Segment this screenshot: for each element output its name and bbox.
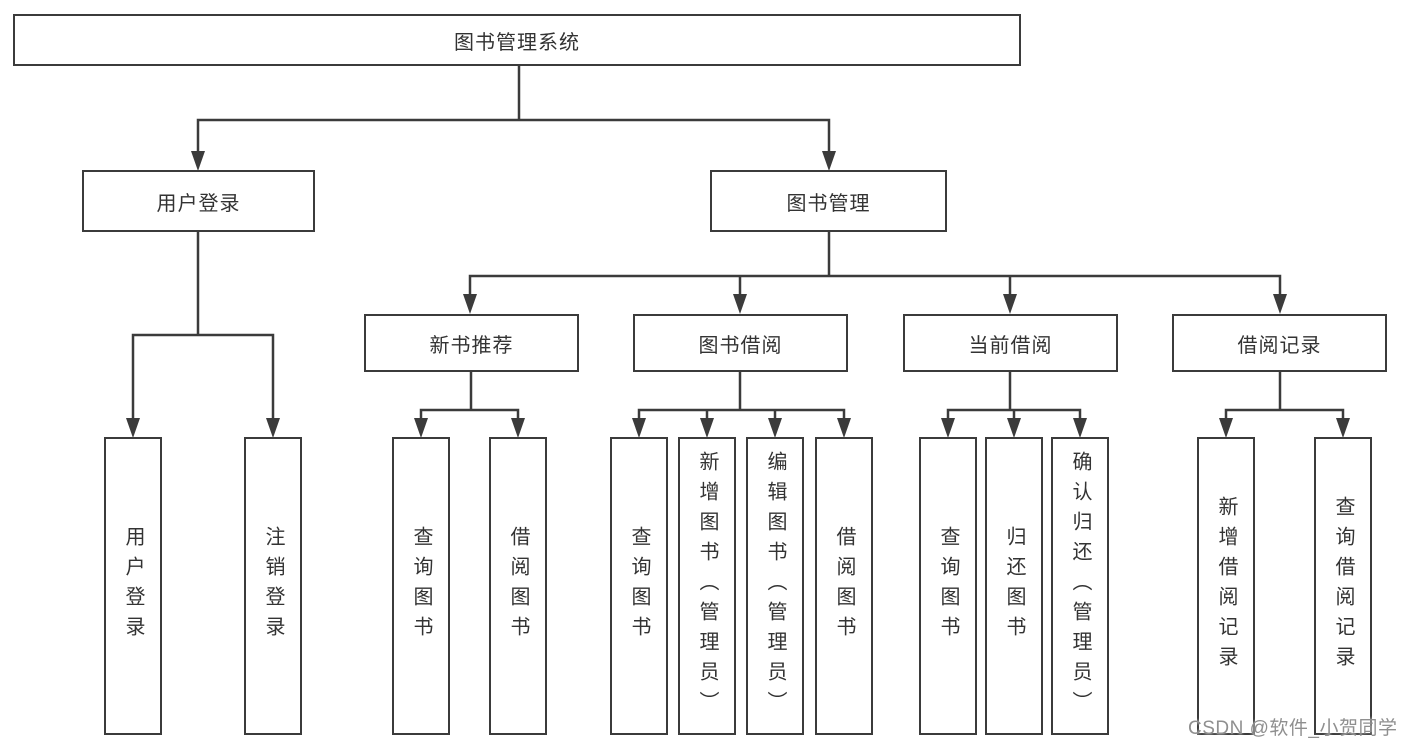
arrowheads-down (632, 418, 851, 438)
leaf-label: 新增图书（管理员） (696, 451, 718, 721)
node-current-borrow: 当前借阅 (903, 314, 1118, 372)
leaf-query-borrow-record: 查询借阅记录 (1314, 437, 1372, 735)
node-borrow-records: 借阅记录 (1172, 314, 1387, 372)
leaf-label: 编辑图书（管理员） (764, 451, 786, 721)
leaf-edit-books-admin: 编辑图书（管理员） (746, 437, 804, 735)
connector-lines (1224, 370, 1345, 422)
leaf-label: 查询图书 (628, 526, 650, 646)
connector-lines (196, 64, 831, 154)
connector-lines (946, 370, 1082, 422)
arrowheads-down (414, 418, 525, 438)
connector-new-book-recommend-to-leaves (414, 370, 525, 438)
leaf-label: 查询图书 (410, 526, 432, 646)
arrowheads-down (191, 151, 836, 171)
node-label: 借阅记录 (1237, 334, 1322, 357)
leaf-return-books: 归还图书 (985, 437, 1043, 735)
node-label: 用户登录 (156, 192, 241, 215)
node-label: 图书管理 (786, 192, 871, 215)
leaf-query-books-borrow: 查询图书 (610, 437, 668, 735)
node-label: 图书管理系统 (454, 31, 580, 54)
leaf-confirm-return-admin: 确认归还（管理员） (1051, 437, 1109, 735)
arrowheads-down (463, 294, 1287, 314)
node-label: 图书借阅 (698, 334, 783, 357)
connector-user-login-to-leaves (126, 230, 280, 438)
leaf-borrow-books: 借阅图书 (815, 437, 873, 735)
node-library-management-system: 图书管理系统 (13, 14, 1021, 66)
leaf-query-books-recommend: 查询图书 (392, 437, 450, 735)
connector-book-management-to-level3 (463, 230, 1287, 314)
leaf-add-books-admin: 新增图书（管理员） (678, 437, 736, 735)
node-label: 新书推荐 (429, 334, 514, 357)
leaf-label: 确认归还（管理员） (1069, 451, 1091, 721)
connector-current-borrow-to-leaves (941, 370, 1087, 438)
leaf-user-login: 用户登录 (104, 437, 162, 735)
connector-book-borrow-to-leaves (632, 370, 851, 438)
leaf-query-books-current: 查询图书 (919, 437, 977, 735)
leaf-label: 归还图书 (1003, 526, 1025, 646)
leaf-label: 查询图书 (937, 526, 959, 646)
leaf-logout: 注销登录 (244, 437, 302, 735)
leaf-label: 新增借阅记录 (1215, 496, 1237, 676)
connector-lines (131, 230, 275, 421)
arrowheads-down (941, 418, 1087, 438)
connector-root-to-level2 (191, 64, 836, 171)
node-user-login: 用户登录 (82, 170, 315, 232)
connector-borrow-records-to-leaves (1219, 370, 1350, 438)
node-book-management: 图书管理 (710, 170, 947, 232)
leaf-label: 借阅图书 (507, 526, 529, 646)
connector-lines (419, 370, 520, 422)
connector-lines (637, 370, 846, 422)
leaf-label: 注销登录 (262, 526, 284, 646)
arrowheads-down (126, 418, 280, 438)
csdn-watermark: CSDN @软件_小贺同学 (1188, 718, 1398, 739)
node-new-book-recommend: 新书推荐 (364, 314, 579, 372)
leaf-add-borrow-record: 新增借阅记录 (1197, 437, 1255, 735)
leaf-label: 借阅图书 (833, 526, 855, 646)
arrowheads-down (1219, 418, 1350, 438)
node-book-borrow: 图书借阅 (633, 314, 848, 372)
node-label: 当前借阅 (968, 334, 1053, 357)
leaf-label: 用户登录 (122, 526, 144, 646)
leaf-label: 查询借阅记录 (1332, 496, 1354, 676)
connector-lines (468, 230, 1282, 298)
leaf-borrow-books-recommend: 借阅图书 (489, 437, 547, 735)
